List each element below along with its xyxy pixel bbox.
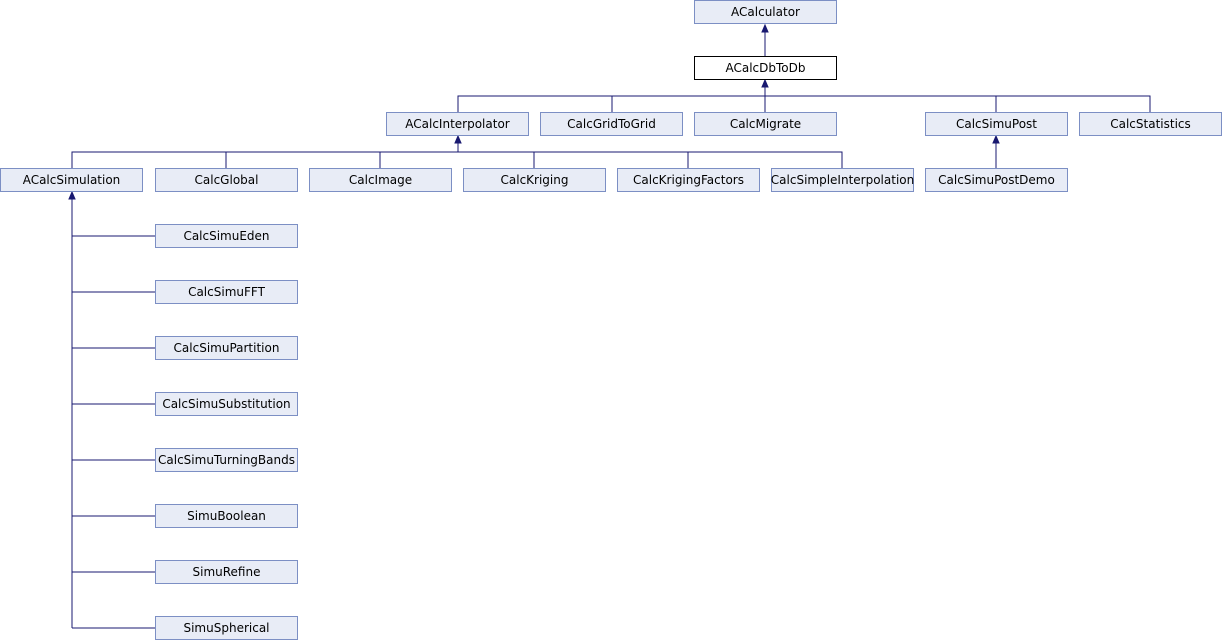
- node-calcsimuturningbands[interactable]: CalcSimuTurningBands: [155, 448, 298, 472]
- node-calcsimupost[interactable]: CalcSimuPost: [925, 112, 1068, 136]
- node-calcsimupartition[interactable]: CalcSimuPartition: [155, 336, 298, 360]
- node-calcmigrate[interactable]: CalcMigrate: [694, 112, 837, 136]
- node-calckriging[interactable]: CalcKriging: [463, 168, 606, 192]
- node-simurefine[interactable]: SimuRefine: [155, 560, 298, 584]
- node-simuboolean[interactable]: SimuBoolean: [155, 504, 298, 528]
- node-calcsimupostdemo[interactable]: CalcSimuPostDemo: [925, 168, 1068, 192]
- node-acalcdbtodb[interactable]: ACalcDbToDb: [694, 56, 837, 80]
- arrowhead-acalculator: [761, 23, 769, 33]
- node-calcsimufft[interactable]: CalcSimuFFT: [155, 280, 298, 304]
- arrowhead-acalcdbtodb: [761, 78, 769, 88]
- node-simuspherical[interactable]: SimuSpherical: [155, 616, 298, 640]
- node-calcstatistics[interactable]: CalcStatistics: [1079, 112, 1222, 136]
- edge-level3-bus: [71, 142, 843, 168]
- node-calcgridtogrid[interactable]: CalcGridToGrid: [540, 112, 683, 136]
- arrowhead-acalcsimulation: [68, 190, 76, 200]
- edge-simulation-trunk: [71, 198, 155, 629]
- node-acalculator[interactable]: ACalculator: [694, 0, 837, 24]
- arrowhead-acalcinterpolator: [454, 134, 462, 144]
- node-acalcinterpolator[interactable]: ACalcInterpolator: [386, 112, 529, 136]
- node-calcsimusubstitution[interactable]: CalcSimuSubstitution: [155, 392, 298, 416]
- node-acalcsimulation[interactable]: ACalcSimulation: [0, 168, 143, 192]
- node-calckrigingfactors[interactable]: CalcKrigingFactors: [617, 168, 760, 192]
- node-calcsimueden[interactable]: CalcSimuEden: [155, 224, 298, 248]
- node-calcimage[interactable]: CalcImage: [309, 168, 452, 192]
- node-calcsimpleinterpolation[interactable]: CalcSimpleInterpolation: [771, 168, 914, 192]
- arrowhead-calcsimupost: [992, 134, 1000, 144]
- node-calcglobal[interactable]: CalcGlobal: [155, 168, 298, 192]
- edge-level2-bus: [457, 86, 1151, 112]
